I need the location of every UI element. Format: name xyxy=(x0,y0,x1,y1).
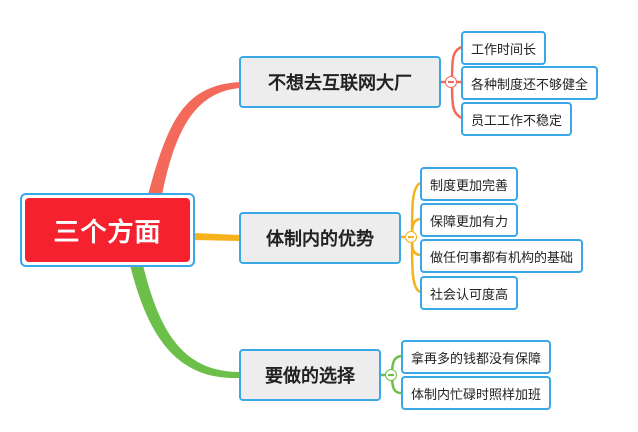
branch-label: 不想去互联网大厂 xyxy=(268,73,412,94)
leaf-label: 员工工作不稳定 xyxy=(471,113,563,129)
leaf-label: 拿再多的钱都没有保障 xyxy=(411,351,542,367)
leaf-label: 保障更加有力 xyxy=(430,214,509,230)
root-node[interactable]: 三个方面 xyxy=(20,193,195,267)
leaf-label: 制度更加完善 xyxy=(430,178,509,194)
leaf-institutional-basis[interactable]: 做任何事都有机构的基础 xyxy=(420,239,584,273)
branch-label: 体制内的优势 xyxy=(266,229,374,250)
leaf-overtime-in-system[interactable]: 体制内忙碌时照样加班 xyxy=(401,376,552,410)
leaf-social-recognition[interactable]: 社会认可度高 xyxy=(420,276,519,310)
leaf-better-systems[interactable]: 制度更加完善 xyxy=(420,167,519,201)
leaf-label: 做任何事都有机构的基础 xyxy=(430,250,574,266)
root-branch-connector-2 xyxy=(130,265,240,379)
leaf-stronger-protection[interactable]: 保障更加有力 xyxy=(420,203,519,237)
branch-label: 要做的选择 xyxy=(265,366,355,387)
branch-node-internet-companies[interactable]: 不想去互联网大厂 xyxy=(239,56,441,108)
branch-node-choices[interactable]: 要做的选择 xyxy=(239,349,381,401)
collapse-toggle-icon[interactable] xyxy=(445,76,457,88)
branch-node-system-advantages[interactable]: 体制内的优势 xyxy=(239,212,401,264)
leaf-unstable-employment[interactable]: 员工工作不稳定 xyxy=(461,102,573,136)
leaf-label: 体制内忙碌时照样加班 xyxy=(411,387,542,403)
collapse-toggle-icon[interactable] xyxy=(405,231,417,243)
leaf-label: 工作时间长 xyxy=(471,42,537,58)
leaf-label: 各种制度还不够健全 xyxy=(471,77,589,93)
leaf-label: 社会认可度高 xyxy=(430,287,509,303)
collapse-toggle-icon[interactable] xyxy=(385,369,397,381)
leaf-long-hours[interactable]: 工作时间长 xyxy=(461,31,547,65)
root-branch-connector-1 xyxy=(193,233,240,241)
root-branch-connector-0 xyxy=(148,82,240,195)
root-node-label: 三个方面 xyxy=(25,198,190,262)
leaf-incomplete-systems[interactable]: 各种制度还不够健全 xyxy=(461,66,599,100)
leaf-money-no-guarantee[interactable]: 拿再多的钱都没有保障 xyxy=(401,340,552,374)
